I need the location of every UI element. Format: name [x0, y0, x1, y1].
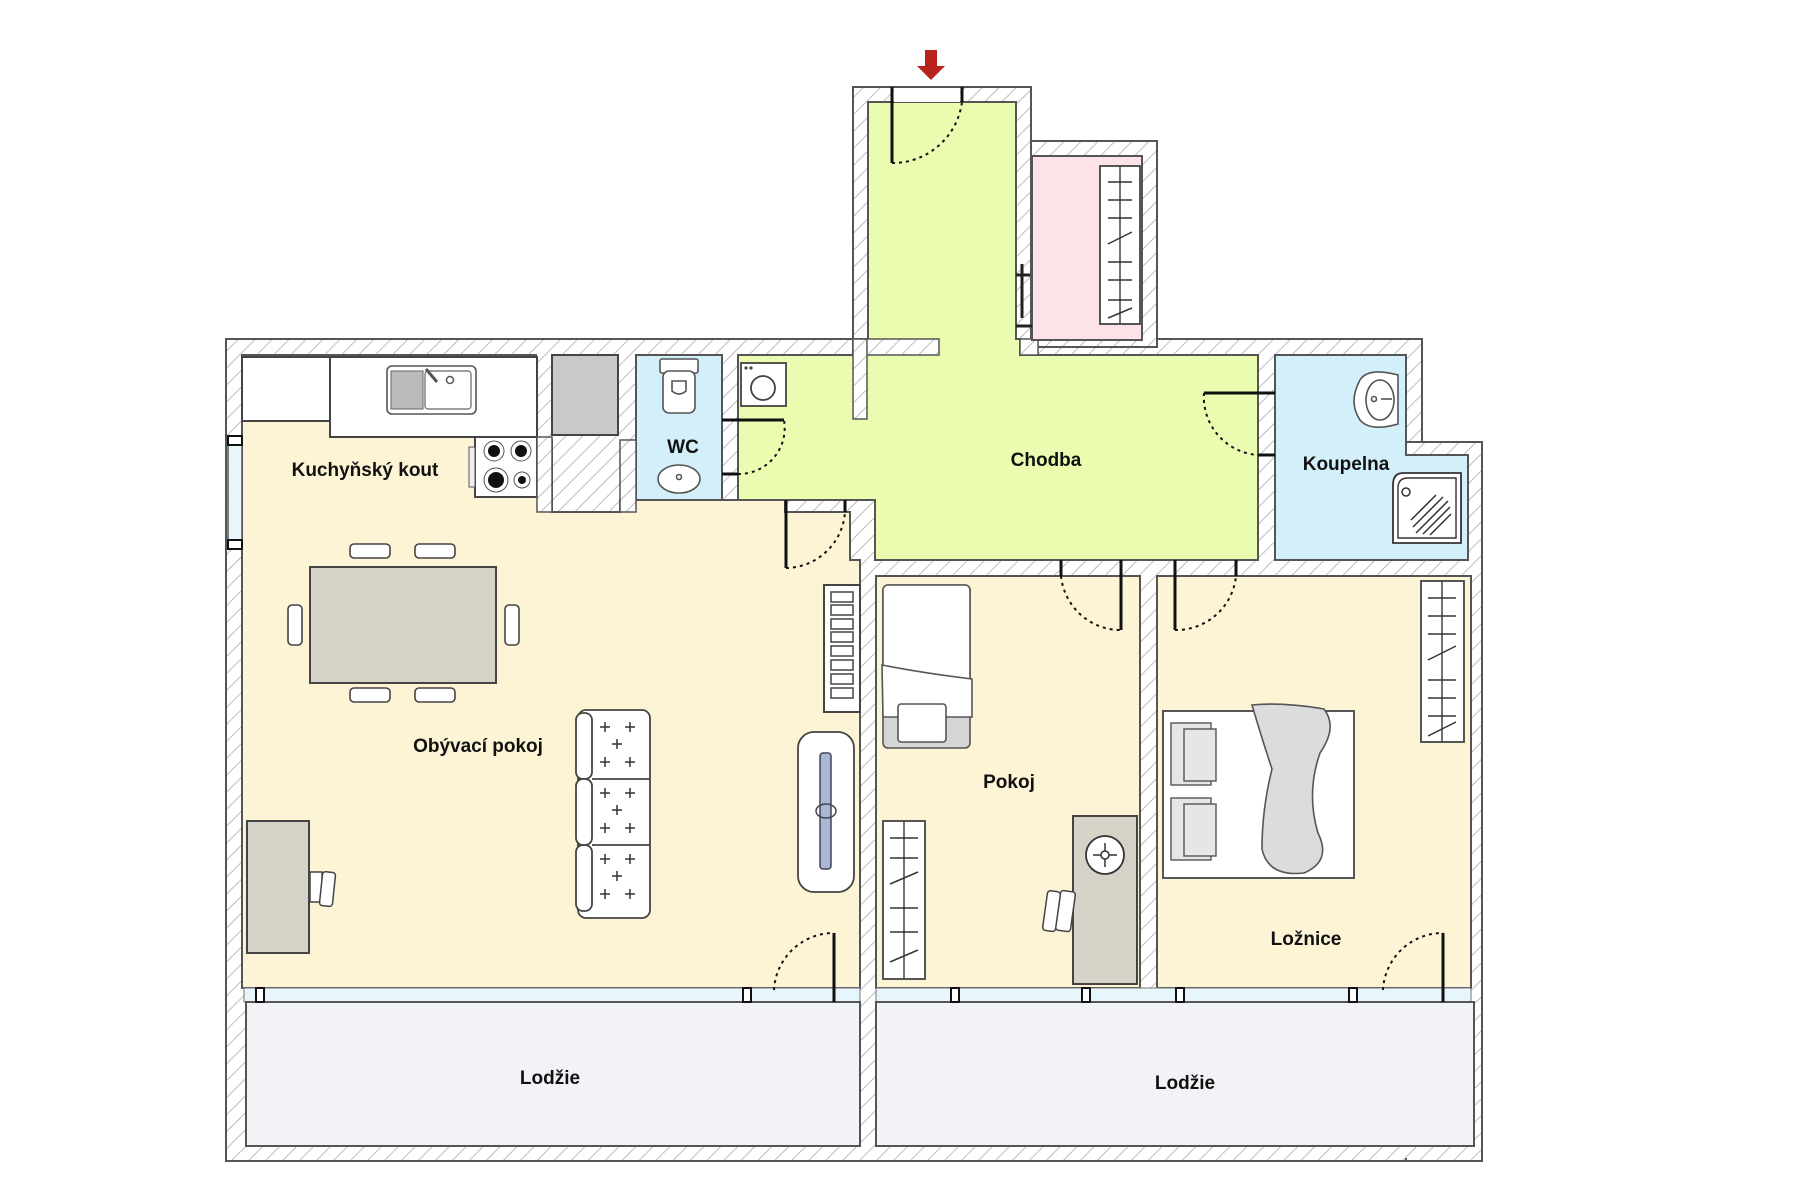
label-loggia-right: Lodžie [1155, 1073, 1215, 1094]
tv-stand [797, 731, 855, 893]
label-room: Pokoj [983, 772, 1035, 793]
dining-table [287, 543, 520, 703]
label-bedroom: Ložnice [1271, 929, 1342, 950]
bathroom-washbasin-icon [1353, 371, 1399, 428]
label-bathroom: Koupelna [1303, 454, 1390, 475]
wardrobe-room [882, 820, 926, 980]
wardrobe-bedroom [1420, 580, 1465, 743]
label-living: Obývací pokoj [413, 736, 543, 757]
label-kitchen: Kuchyňský kout [292, 460, 439, 481]
room-labels: Kuchyňský kout Obývací pokoj WC Chodba K… [292, 437, 1390, 1094]
single-bed [881, 584, 973, 749]
room-loggia-left [245, 1001, 861, 1147]
window-mullions [255, 987, 1358, 1003]
coat-hook-icon [1016, 264, 1032, 328]
label-wc: WC [667, 437, 699, 458]
desk-living [246, 820, 337, 954]
desk-room [1041, 815, 1138, 985]
double-bed [1162, 703, 1355, 879]
washing-machine-icon [740, 362, 787, 407]
fridge [551, 354, 619, 436]
label-hallway: Chodba [1011, 450, 1082, 471]
room-hallway [737, 101, 1259, 561]
gas-stove-icon [468, 436, 538, 498]
radiator [823, 584, 861, 713]
shower-tray-icon [1392, 472, 1462, 544]
doors [722, 87, 1445, 1002]
wc-washbasin-icon [657, 464, 701, 494]
arrow-down-icon [917, 50, 945, 80]
label-loggia-left: Lodžie [520, 1068, 580, 1089]
hallway-wardrobe [1099, 165, 1141, 325]
room-loggia-right [875, 1001, 1475, 1147]
sofa [575, 709, 651, 919]
kitchen-sink-icon [386, 365, 477, 415]
toilet-icon [659, 358, 699, 414]
window-left [227, 435, 243, 549]
